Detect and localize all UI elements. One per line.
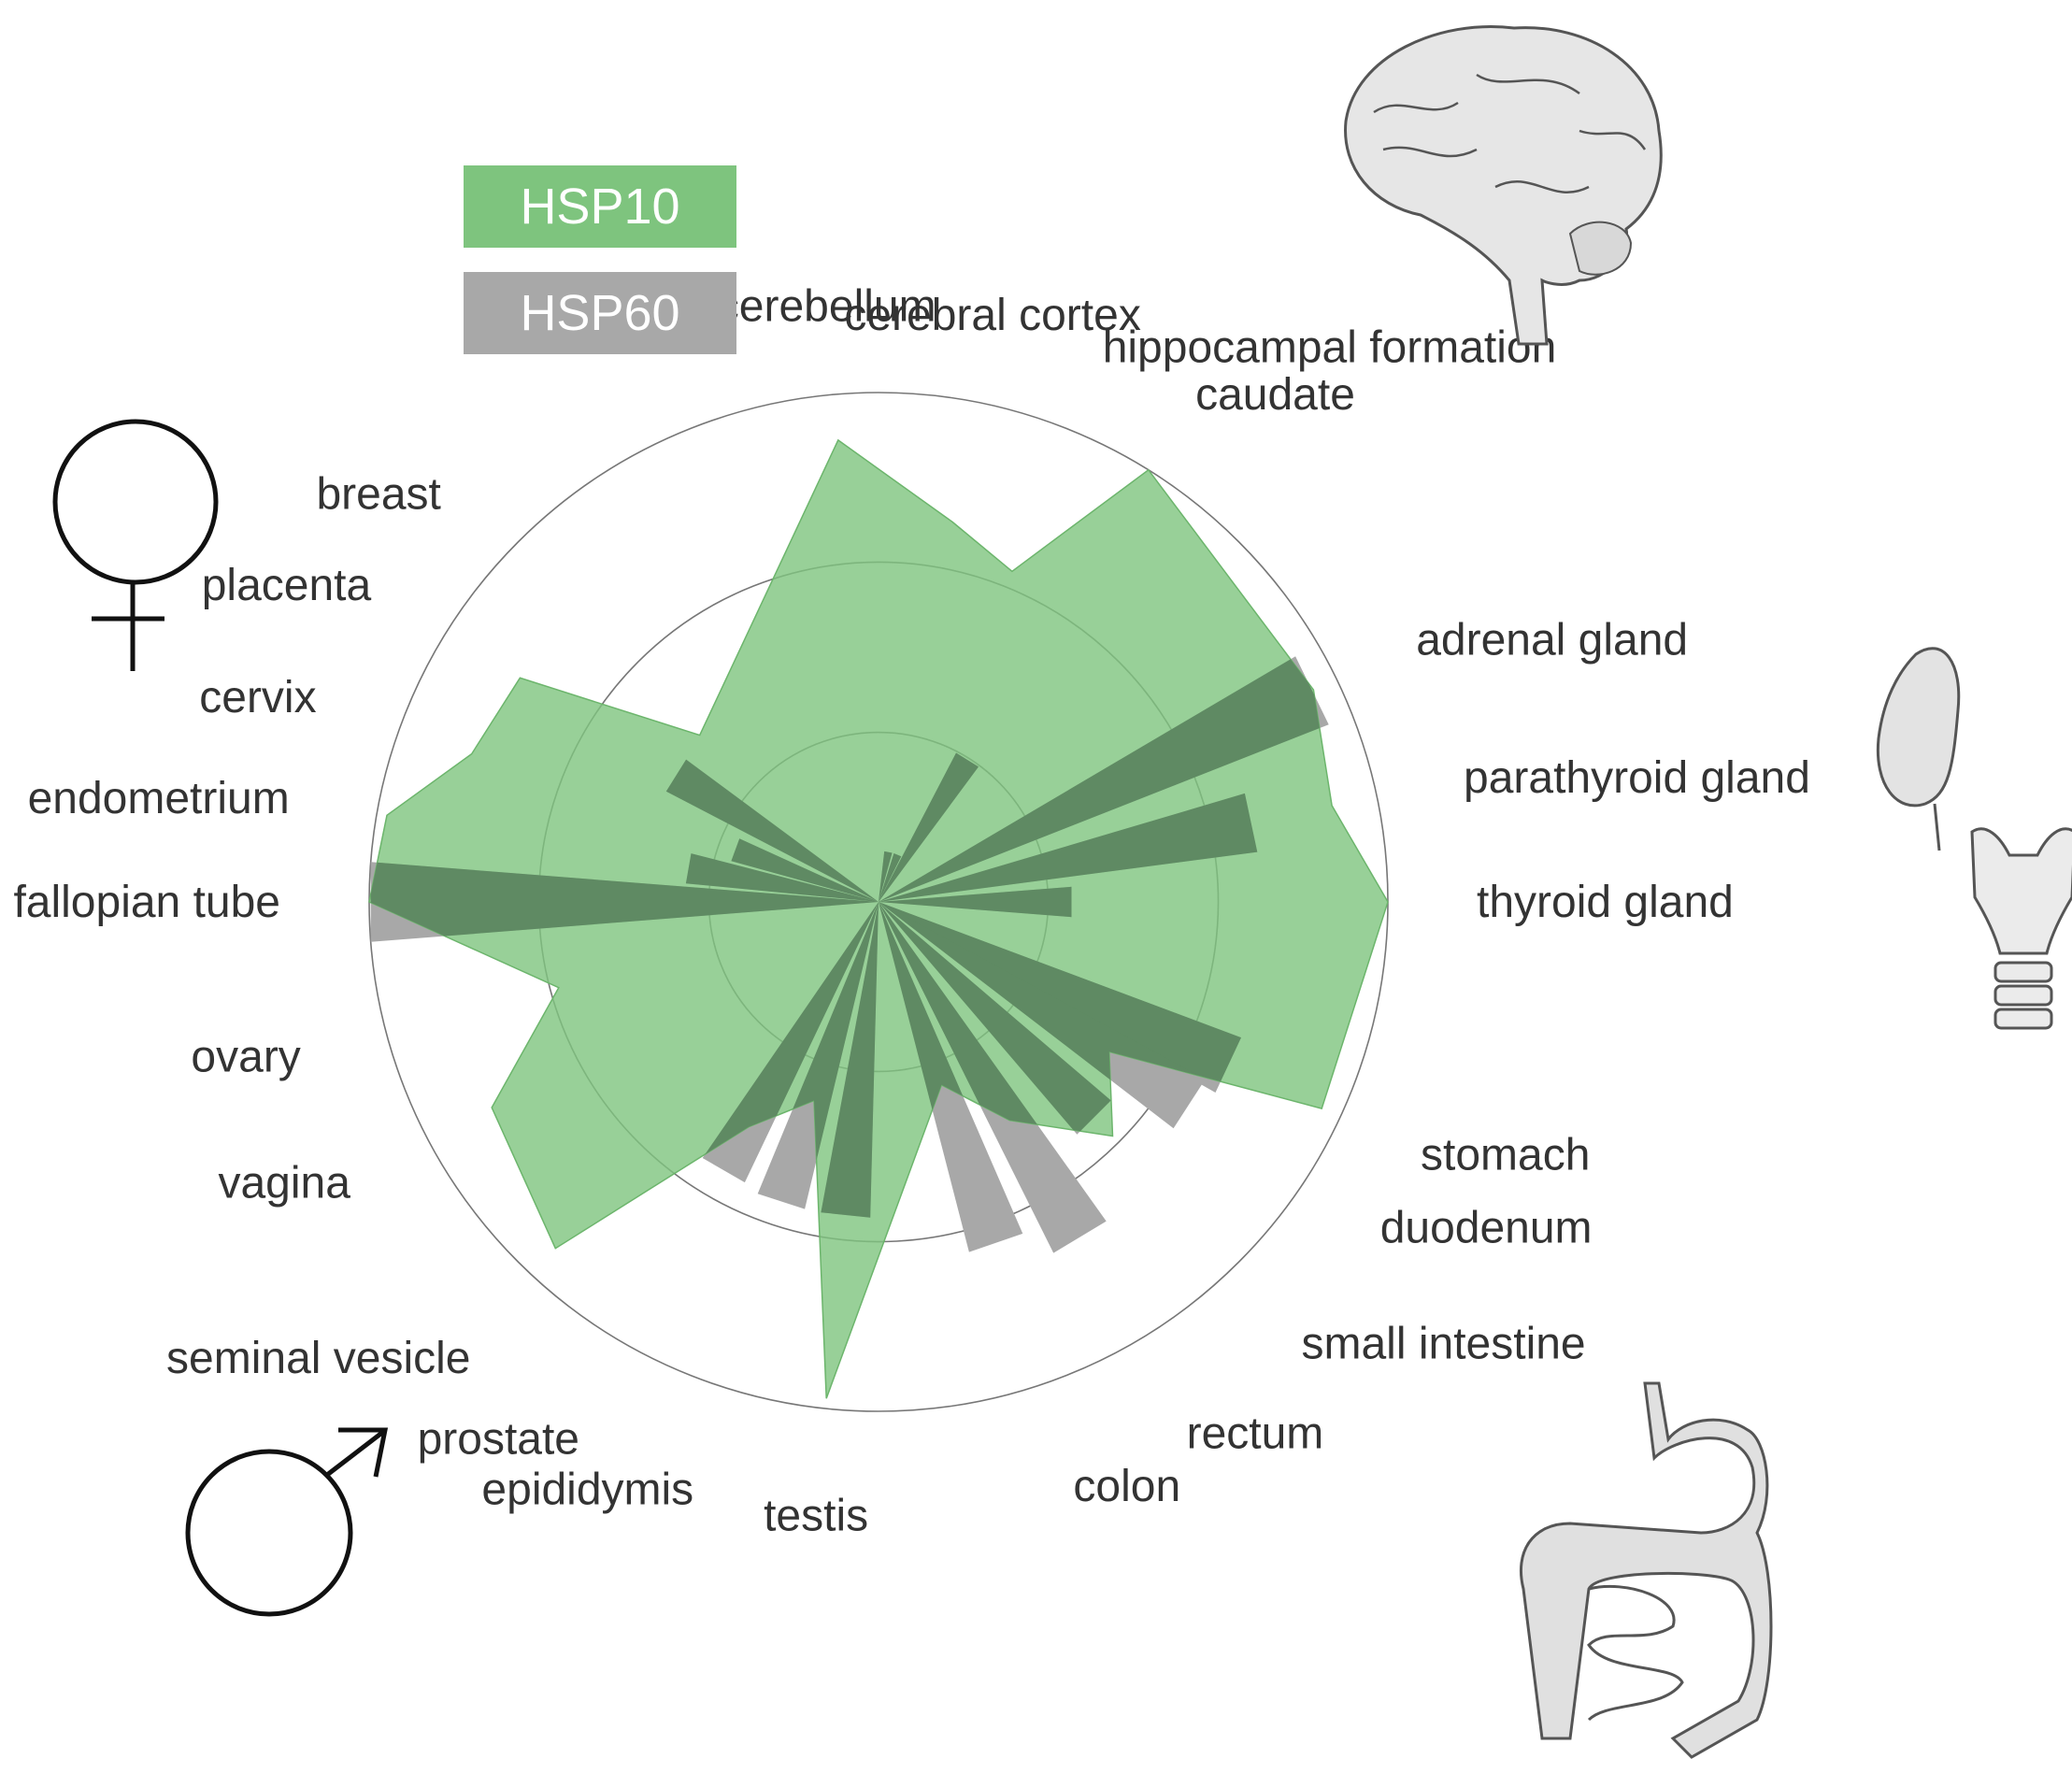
brain-icon bbox=[1344, 25, 1663, 346]
hsp60-overlap-cervix bbox=[731, 838, 879, 902]
label-epididymis: epididymis bbox=[481, 1466, 693, 1515]
hsp60-overlap-adrenal-gland bbox=[879, 656, 1329, 902]
male-symbol-icon bbox=[185, 1427, 389, 1617]
hsp60-overlap-parathyroid-gland bbox=[879, 793, 1258, 902]
hsp60-overlap-endometrium bbox=[685, 853, 879, 902]
hsp60-overlap-cerebral-cortex bbox=[879, 851, 893, 902]
label-parathyroid-gland: parathyroid gland bbox=[1464, 753, 1810, 803]
label-vagina: vagina bbox=[218, 1159, 350, 1208]
hsp60-overlap-fallopian-tube bbox=[370, 862, 879, 942]
legend-hsp10: HSP10 bbox=[464, 165, 736, 248]
digestive-system-icon bbox=[1519, 1381, 1773, 1759]
label-hippocampal-formation: hippocampal formation bbox=[1103, 323, 1557, 373]
label-colon: colon bbox=[1073, 1462, 1180, 1511]
label-stomach: stomach bbox=[1421, 1131, 1590, 1180]
label-ovary: ovary bbox=[191, 1033, 300, 1082]
label-testis: testis bbox=[764, 1492, 868, 1541]
hsp10-area bbox=[368, 438, 1389, 1399]
label-small-intestine: small intestine bbox=[1302, 1320, 1586, 1369]
thyroid-icon bbox=[1970, 827, 2072, 1030]
hsp60-overlap-hippocampal-formation bbox=[879, 853, 902, 902]
hsp60-overlap-caudate bbox=[879, 752, 979, 902]
label-seminal-vesicle: seminal vesicle bbox=[166, 1334, 470, 1383]
label-placenta: placenta bbox=[202, 561, 372, 610]
label-rectum: rectum bbox=[1187, 1409, 1324, 1459]
label-endometrium: endometrium bbox=[28, 774, 290, 823]
female-symbol-icon bbox=[52, 419, 219, 671]
hsp60-overlap-thyroid-gland bbox=[879, 886, 1072, 918]
legend-hsp60: HSP60 bbox=[464, 272, 736, 354]
hsp60-overlap-prostate bbox=[702, 902, 879, 1183]
hsp60-overlap-placenta bbox=[665, 759, 879, 902]
label-cerebellum: cerebellum bbox=[717, 281, 936, 331]
label-duodenum: duodenum bbox=[1380, 1204, 1593, 1253]
hsp60-overlap-small-intestine bbox=[879, 902, 1111, 1135]
label-cerebral-cortex: cerebral cortex bbox=[844, 291, 1140, 340]
label-adrenal-gland: adrenal gland bbox=[1416, 615, 1688, 665]
hsp60-overlap-testis bbox=[821, 902, 879, 1218]
kidney-icon bbox=[1876, 647, 1961, 851]
label-breast: breast bbox=[316, 470, 440, 520]
label-fallopian-tube: fallopian tube bbox=[13, 878, 280, 927]
label-caudate: caudate bbox=[1195, 370, 1355, 420]
label-thyroid-gland: thyroid gland bbox=[1477, 878, 1734, 927]
label-prostate: prostate bbox=[418, 1414, 579, 1464]
series-layer bbox=[368, 438, 1389, 1399]
label-cervix: cervix bbox=[199, 673, 316, 722]
hsp60-overlap-stomach bbox=[879, 902, 1241, 1093]
